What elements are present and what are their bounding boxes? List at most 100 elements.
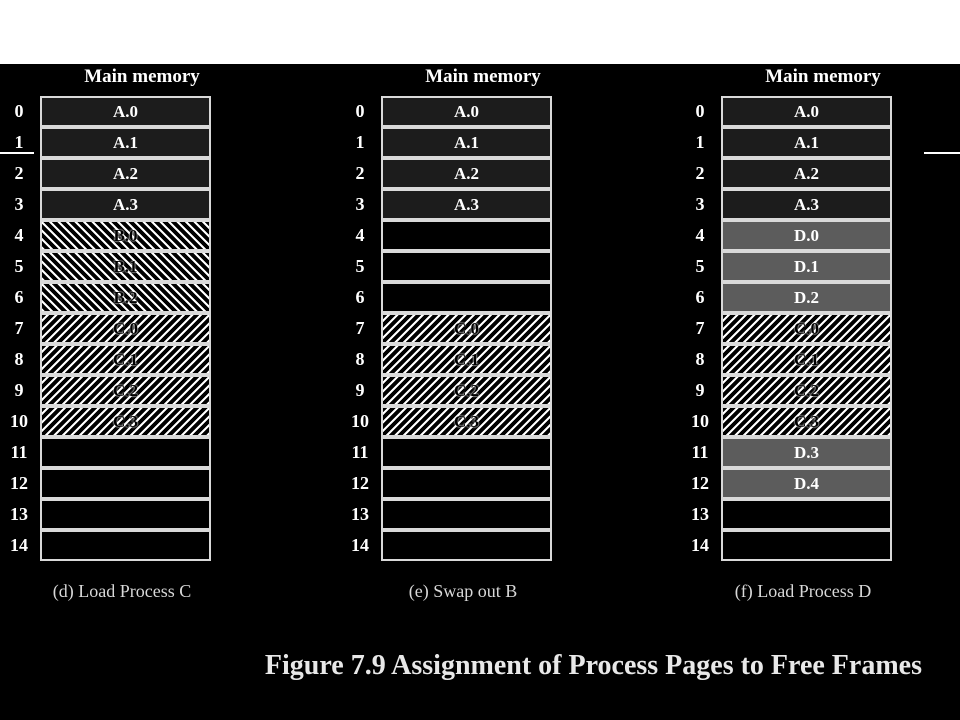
memory-frame: B.1 [40, 251, 211, 282]
memory-frame: A.3 [721, 189, 892, 220]
frame-number: 6 [695, 287, 705, 307]
panel-caption: (e) Swap out B [408, 581, 518, 601]
memory-frame: A.1 [721, 127, 892, 158]
frame-number: 7 [355, 318, 365, 338]
memory-frame [721, 499, 892, 530]
page-label: A.2 [793, 163, 820, 183]
memory-frame: C.2 [381, 375, 552, 406]
frame-number: 0 [14, 101, 24, 121]
page-label: C.2 [793, 380, 820, 400]
page-label: A.3 [453, 194, 480, 214]
frame-number: 14 [691, 535, 709, 555]
frame-number: 10 [10, 411, 28, 431]
memory-frame: A.0 [40, 96, 211, 127]
frame-number: 1 [355, 132, 365, 152]
frame-number: 5 [355, 256, 365, 276]
frame-number: 0 [695, 101, 705, 121]
memory-frame: A.3 [381, 189, 552, 220]
memory-frame: D.2 [721, 282, 892, 313]
frame-number: 3 [355, 194, 365, 214]
memory-frame: A.0 [721, 96, 892, 127]
memory-frame [381, 437, 552, 468]
page-label: B.2 [113, 287, 138, 307]
frame-number: 0 [355, 101, 365, 121]
page-label: C.1 [453, 349, 480, 369]
memory-frame: C.1 [40, 344, 211, 375]
frame-number: 13 [691, 504, 709, 524]
frame-number: 4 [14, 225, 24, 245]
memory-frame: D.4 [721, 468, 892, 499]
figure-title: Figure 7.9 Assignment of Process Pages t… [264, 650, 922, 681]
panel-caption: (d) Load Process C [52, 581, 192, 601]
memory-frame: D.3 [721, 437, 892, 468]
memory-frame: D.0 [721, 220, 892, 251]
memory-frame [40, 437, 211, 468]
page-label: C.3 [453, 411, 480, 431]
memory-frame: B.0 [40, 220, 211, 251]
page-label: A.1 [453, 132, 480, 152]
frame-number: 8 [695, 349, 705, 369]
memory-frame [40, 499, 211, 530]
page-label: A.3 [112, 194, 139, 214]
page-label: C.2 [112, 380, 139, 400]
frame-number: 9 [695, 380, 705, 400]
memory-frame: C.1 [721, 344, 892, 375]
memory-frame: C.0 [721, 313, 892, 344]
frame-number: 10 [691, 411, 709, 431]
memory-frame: C.3 [721, 406, 892, 437]
frame-number: 8 [14, 349, 24, 369]
frame-number: 12 [10, 473, 28, 493]
page-label: C.0 [112, 318, 139, 338]
page-label: A.1 [112, 132, 139, 152]
panel-title: Main memory [84, 66, 200, 87]
frame-number: 13 [10, 504, 28, 524]
memory-frame [381, 251, 552, 282]
memory-frame [40, 468, 211, 499]
frame-number: 7 [695, 318, 705, 338]
page-label: B.0 [113, 225, 138, 245]
page-label: D.4 [793, 473, 820, 493]
page-label: A.3 [793, 194, 820, 214]
memory-frame [381, 282, 552, 313]
page-label: B.1 [113, 256, 138, 276]
frame-number: 14 [10, 535, 28, 555]
page-label: A.1 [793, 132, 820, 152]
frame-number: 1 [695, 132, 705, 152]
frame-number: 11 [691, 442, 709, 462]
frame-number: 4 [695, 225, 705, 245]
memory-frame: A.2 [40, 158, 211, 189]
memory-frame [381, 220, 552, 251]
memory-frame [40, 530, 211, 561]
top-white-band [0, 0, 960, 64]
frame-number: 5 [695, 256, 705, 276]
memory-frame [381, 468, 552, 499]
frame-number: 12 [691, 473, 709, 493]
page-label: C.3 [793, 411, 820, 431]
panel-title: Main memory [765, 66, 881, 87]
frame-number: 4 [355, 225, 365, 245]
panel-caption: (f) Load Process D [734, 581, 872, 601]
page-label: A.0 [112, 101, 139, 121]
frame-number: 13 [351, 504, 369, 524]
frame-number: 14 [351, 535, 369, 555]
memory-frame: C.0 [381, 313, 552, 344]
frame-number: 3 [695, 194, 705, 214]
memory-frame: D.1 [721, 251, 892, 282]
memory-frame: A.1 [40, 127, 211, 158]
frame-number: 6 [355, 287, 365, 307]
page-label: C.3 [112, 411, 139, 431]
page-label: C.1 [112, 349, 139, 369]
frame-number: 3 [14, 194, 24, 214]
frame-number: 9 [355, 380, 365, 400]
memory-frame: C.2 [40, 375, 211, 406]
frame-number: 12 [351, 473, 369, 493]
frame-number: 7 [14, 318, 24, 338]
frame-number: 9 [14, 380, 24, 400]
page-label: A.0 [793, 101, 820, 121]
memory-frame: A.0 [381, 96, 552, 127]
page-label: D.2 [793, 287, 820, 307]
frame-number: 6 [14, 287, 24, 307]
page-label: A.2 [112, 163, 139, 183]
frame-number: 1 [14, 132, 24, 152]
